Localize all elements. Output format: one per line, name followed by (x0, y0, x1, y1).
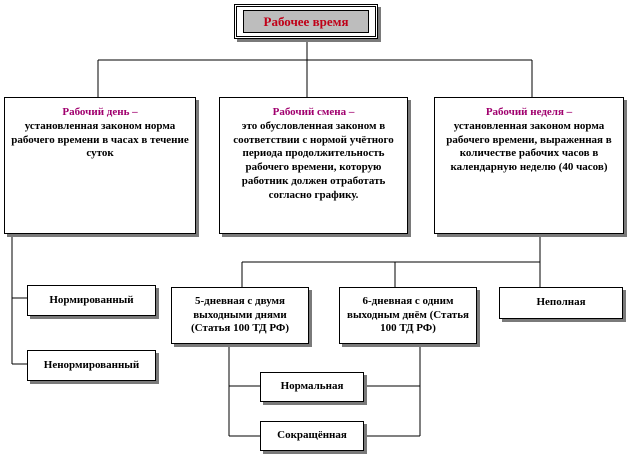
six-day-week-label: 6-дневная с одним выходным днём (Статья … (347, 294, 469, 335)
work-shift-box: Рабочий смена – это обусловленная законо… (219, 97, 408, 234)
work-shift-term: Рабочий смена – (272, 106, 355, 118)
normal-duration-box: Нормальная (260, 372, 364, 402)
work-day-term: Рабочий день – (62, 106, 138, 118)
title-box: Рабочее время (234, 4, 378, 39)
reduced-duration-box: Сокращённая (260, 421, 364, 451)
part-time-week-box: Неполная (499, 287, 623, 319)
six-day-week-box: 6-дневная с одним выходным днём (Статья … (339, 287, 477, 344)
unnormed-day-label: Ненормированный (43, 358, 140, 371)
work-day-desc: установленная законом норма рабочего вре… (11, 119, 189, 160)
work-week-term: Рабочий неделя – (485, 106, 573, 118)
work-week-desc: установленная законом норма рабочего вре… (446, 119, 612, 173)
work-week-box: Рабочий неделя – установленная законом н… (434, 97, 624, 234)
part-time-week-label: Неполная (536, 296, 586, 309)
work-shift-desc: это обусловленная законом в соответствии… (233, 119, 394, 201)
normed-day-label: Нормированный (49, 293, 134, 306)
normed-day-box: Нормированный (27, 285, 156, 316)
reduced-duration-label: Сокращённая (277, 429, 347, 442)
unnormed-day-box: Ненормированный (27, 350, 156, 381)
title-label: Рабочее время (243, 10, 369, 33)
work-day-box: Рабочий день – установленная законом нор… (4, 97, 196, 234)
five-day-week-box: 5-дневная с двумя выходными днями (Стать… (171, 287, 309, 344)
normal-duration-label: Нормальная (280, 380, 344, 393)
five-day-week-label: 5-дневная с двумя выходными днями (Стать… (191, 294, 289, 335)
